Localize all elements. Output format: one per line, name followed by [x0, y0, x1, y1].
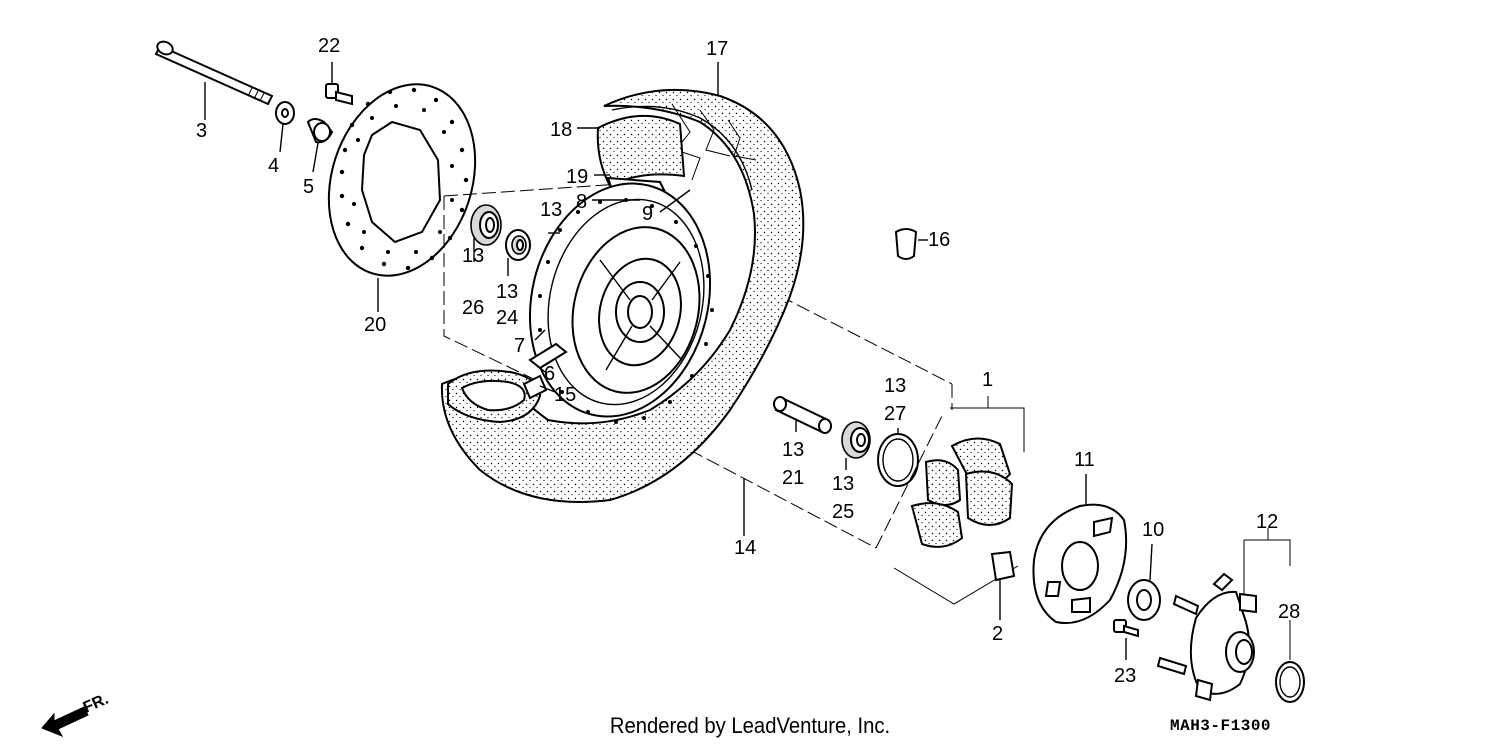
bracket-12-outline: [1243, 528, 1291, 660]
credit-text: Rendered by LeadVenture, Inc.: [609, 713, 891, 738]
label-13-bearing-26: 13: [462, 245, 484, 267]
hub-flange-shape: [1156, 572, 1257, 702]
label-13-rim: 13: [540, 199, 562, 221]
label-5: 5: [303, 176, 314, 198]
brake-disc-shape: [327, 83, 477, 312]
label-26: 26: [462, 297, 484, 319]
label-27: 27: [884, 403, 906, 425]
label-19: 19: [566, 166, 588, 188]
bearing-26-shape: [470, 204, 502, 246]
inner-rim-band-shape: [447, 369, 542, 424]
spacer-shape: [773, 396, 832, 434]
label-21: 21: [782, 467, 804, 489]
o-ring-28-shape: [1275, 661, 1305, 703]
label-16: 16: [928, 229, 950, 251]
label-3: 3: [196, 120, 207, 142]
label-15: 15: [554, 384, 576, 406]
rim-shape: [528, 182, 714, 424]
cap-nut-shape: [894, 228, 928, 260]
leader-lines: [473, 62, 899, 536]
rim-tape-shape: [596, 115, 686, 188]
label-28: 28: [1278, 601, 1300, 623]
diagram-code: MAH3-F1300: [1170, 717, 1272, 735]
o-ring-27-shape: [877, 433, 919, 487]
label-22: 22: [318, 35, 340, 57]
label-18: 18: [550, 119, 572, 141]
label-11: 11: [1074, 449, 1095, 471]
collar-shape: [306, 118, 334, 173]
label-13-bearing-25: 13: [832, 473, 854, 495]
label-13-o-ring-27: 13: [884, 375, 906, 397]
balance-weight-shape: [522, 342, 568, 400]
label-25: 25: [832, 501, 854, 523]
disc-bolt-shape: [325, 62, 353, 106]
label-6: 6: [544, 363, 555, 385]
label-10: 10: [1142, 519, 1164, 541]
label-12: 12: [1256, 511, 1278, 533]
washer-10-shape: [1127, 543, 1161, 621]
label-7: 7: [514, 335, 525, 357]
bearing-25-shape: [841, 421, 871, 459]
damper-rubbers-shape: [910, 437, 1016, 620]
label-14: 14: [734, 537, 756, 559]
tire-shape: [440, 88, 805, 503]
axle-shape: [154, 40, 274, 120]
label-13-bearing-24: 13: [496, 281, 518, 303]
label-13-spacer-21: 13: [782, 439, 804, 461]
label-24: 24: [496, 307, 518, 329]
bolt-23-shape: [1113, 619, 1139, 660]
label-4: 4: [268, 155, 279, 177]
label-2: 2: [992, 623, 1003, 645]
label-8: 8: [576, 191, 587, 213]
sprocket-plate-shape: [1032, 474, 1128, 624]
bearing-24-shape: [505, 229, 531, 261]
label-23: 23: [1114, 665, 1136, 687]
label-1: 1: [982, 369, 993, 391]
label-9: 9: [642, 203, 653, 225]
label-17: 17: [706, 38, 728, 60]
washer-shape: [275, 101, 295, 153]
part-number-labels: 22 3 4 5 20 17 18 19 8 9 13 13 26 13 24 …: [196, 35, 1300, 687]
label-20: 20: [364, 314, 386, 336]
